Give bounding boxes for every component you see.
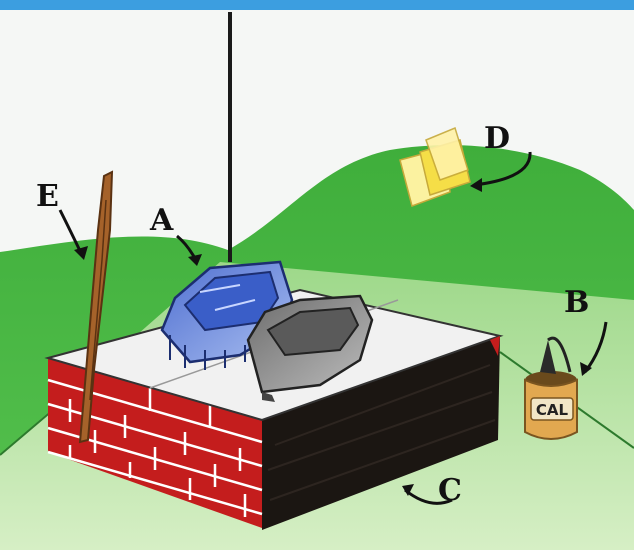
label-b: B <box>564 285 589 320</box>
label-d: D <box>484 121 510 156</box>
grey-squat-tray <box>246 294 374 402</box>
label-e: E <box>36 179 59 214</box>
can-label: CAL <box>536 401 569 419</box>
arrow-d <box>473 151 532 187</box>
soil-texture <box>267 364 496 501</box>
sky-border <box>0 0 634 10</box>
lime-can: CAL <box>524 336 578 440</box>
brick-wall <box>48 358 262 528</box>
slab-red-lip <box>490 336 500 356</box>
toilet-paper-sheets <box>399 126 471 207</box>
stick-grain <box>89 199 107 401</box>
arrowheads <box>74 178 592 496</box>
label-c: C <box>438 473 462 508</box>
label-a: A <box>149 203 174 238</box>
